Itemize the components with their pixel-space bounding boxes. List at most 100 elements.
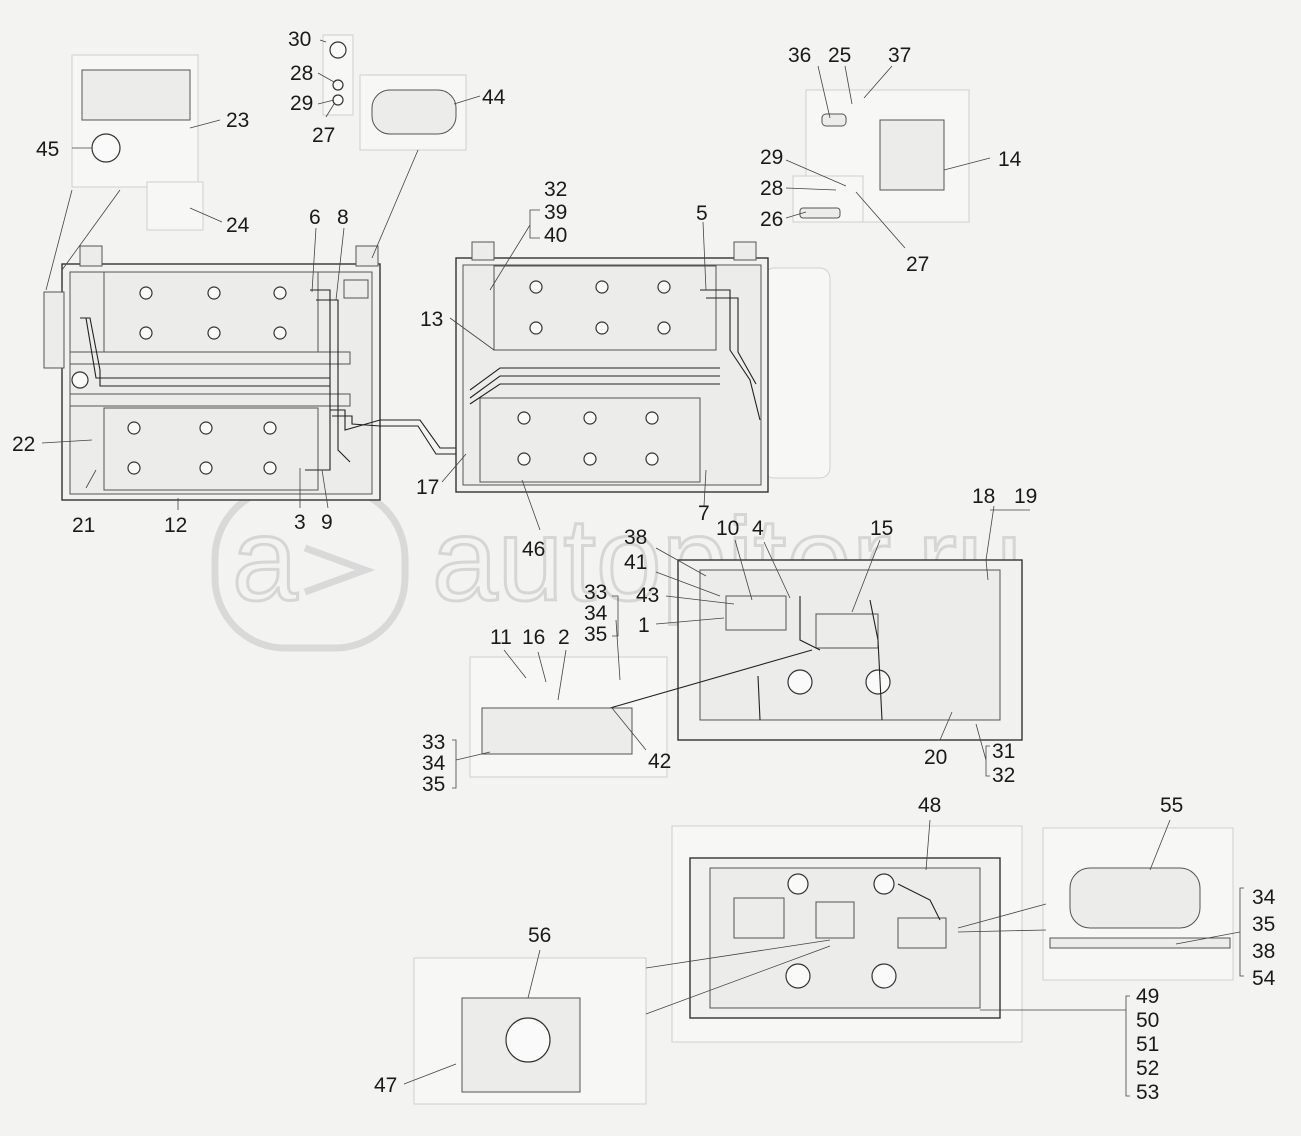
callout-15: 15 (870, 517, 893, 540)
battery-cells-right (517, 280, 671, 466)
cable-positive-right (700, 289, 761, 421)
lower-switch-box (689, 857, 1001, 1019)
cell-cap (199, 461, 213, 475)
cover-44 (371, 89, 457, 135)
detail-frame-bolt-24 (146, 181, 204, 231)
callout-32: 32 (544, 178, 567, 201)
callout-47: 47 (374, 1074, 397, 1097)
cell-cap (529, 280, 543, 294)
callout-33-top: 33 (584, 581, 607, 604)
callout-38: 38 (624, 526, 647, 549)
callout-1: 1 (638, 614, 650, 637)
callout-55: 55 (1160, 794, 1183, 817)
cell-cap (207, 326, 221, 340)
callout-14: 14 (998, 148, 1022, 171)
watermark-logo-a: a (232, 494, 298, 626)
callout-29: 29 (290, 92, 313, 115)
relay-56-dial (505, 1017, 551, 1063)
lower-box-grommet (785, 963, 811, 989)
leaders-56-47 (403, 949, 541, 1085)
leaders-to-left-box (45, 149, 419, 291)
connector-55 (1069, 867, 1201, 929)
callout-25: 25 (828, 44, 851, 67)
cell-cap (583, 411, 597, 425)
callout-43: 43 (636, 584, 659, 607)
callout-34-top: 34 (584, 602, 608, 625)
cable-interconnect (330, 409, 460, 449)
left-box-side-connector (43, 291, 65, 369)
switch-box-relay (815, 613, 879, 649)
battery-cells-left (127, 286, 287, 475)
battery-lower-right (479, 397, 701, 483)
callout-52: 52 (1136, 1057, 1159, 1080)
callout-36: 36 (788, 44, 811, 67)
lower-box-grommet (871, 963, 897, 989)
lower-box-cable (897, 883, 941, 921)
callout-labels: 30 28 29 27 44 45 23 24 6 8 22 21 12 3 9… (12, 28, 1276, 1104)
switch-detail-body (481, 707, 633, 755)
callout-7: 7 (698, 502, 710, 525)
callout-37: 37 (888, 44, 911, 67)
leaders-29-28-26-27 (785, 159, 906, 249)
callout-35-bottom: 35 (422, 773, 445, 796)
cell-cap (199, 421, 213, 435)
bracket-23 (81, 69, 191, 121)
switch-box-connector-1 (725, 595, 787, 631)
leaders-5-7 (702, 221, 707, 507)
leaders-13-17-46 (441, 317, 541, 531)
leaders-49-53 (980, 995, 1130, 1097)
watermark-logo-arrow (303, 544, 376, 596)
callout-9: 9 (321, 511, 333, 534)
callout-50: 50 (1136, 1009, 1159, 1032)
cell-cap (645, 452, 659, 466)
callout-29-right: 29 (760, 146, 783, 169)
callout-13: 13 (420, 308, 443, 331)
callout-54: 54 (1252, 967, 1276, 990)
cell-cap (595, 280, 609, 294)
right-battery-box (455, 241, 769, 493)
lower-box-grommet (787, 873, 809, 895)
callout-19: 19 (1014, 485, 1037, 508)
callout-23: 23 (226, 109, 249, 132)
callout-38-right: 38 (1252, 940, 1275, 963)
cell-cap (529, 321, 543, 335)
relay-56 (461, 997, 581, 1093)
callout-28-right: 28 (760, 177, 783, 200)
leaders-detail-projections (645, 903, 1047, 1015)
callout-40: 40 (544, 224, 567, 247)
callout-28: 28 (290, 62, 313, 85)
leaders-34-35-38-54 (1175, 887, 1244, 977)
cell-cap (583, 452, 597, 466)
leaders-22-21-12-3-9 (41, 439, 329, 510)
lower-box-relay-2 (815, 901, 855, 939)
washer-28 (332, 79, 344, 91)
connector-55-base (1049, 937, 1231, 949)
switch-box-grommet (787, 669, 813, 695)
detail-frame-cover-side (763, 267, 831, 479)
cell-cap (139, 286, 153, 300)
callout-42: 42 (648, 750, 671, 773)
bolt-26 (799, 207, 841, 219)
cell-cap (127, 421, 141, 435)
cell-cap (263, 421, 277, 435)
callout-4: 4 (752, 517, 764, 540)
left-box-grommet (71, 371, 89, 389)
switch-box-cables (757, 596, 883, 721)
callout-49: 49 (1136, 985, 1159, 1008)
cell-cap (263, 461, 277, 475)
leaders-6-8 (311, 227, 345, 301)
lower-box-relay-1 (733, 897, 785, 939)
battery-lower (103, 407, 319, 491)
callout-26: 26 (760, 208, 783, 231)
leader-44 (453, 95, 481, 105)
callout-41: 41 (624, 551, 647, 574)
leaders-32-39-40 (489, 209, 540, 291)
callout-34-bottom: 34 (422, 752, 446, 775)
cell-cap (645, 411, 659, 425)
leaders-11-16-2-42 (503, 649, 647, 751)
detail-parts (81, 41, 1231, 1093)
callout-51: 51 (1136, 1033, 1159, 1056)
callout-18: 18 (972, 485, 995, 508)
